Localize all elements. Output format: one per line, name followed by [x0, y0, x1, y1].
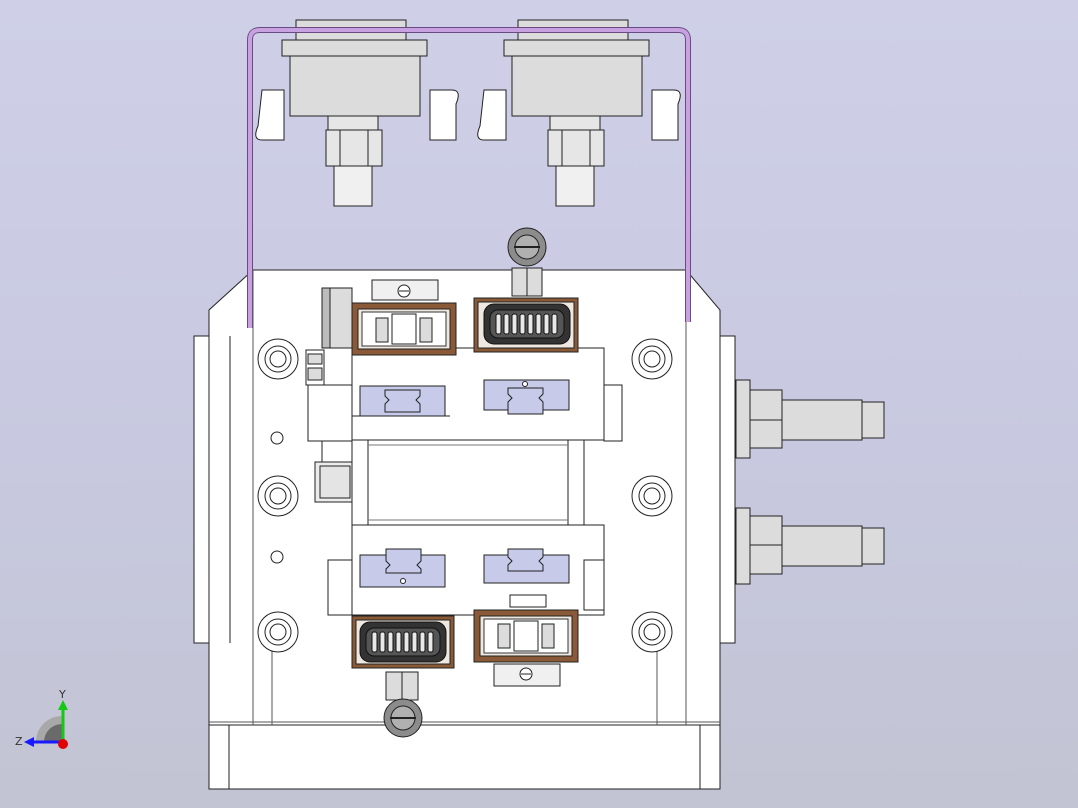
right-side-plate	[719, 335, 736, 644]
dsub-connector-right	[477, 19, 681, 207]
slide-blocks	[352, 379, 570, 608]
bolt-hole	[257, 338, 299, 380]
slide-block-bottom-left	[359, 548, 446, 588]
connector-pins	[495, 313, 558, 335]
x-axis-dot	[58, 739, 68, 749]
y-axis-label: Y	[58, 688, 66, 701]
mounting-bracket	[247, 27, 691, 328]
pneumatic-fitting-bottom	[735, 507, 885, 585]
slide-block-top-right	[483, 379, 570, 415]
connector-holder-top-right	[473, 297, 579, 353]
pin-hole	[270, 431, 284, 445]
bolt-hole	[257, 475, 299, 517]
left-side-plate	[193, 335, 210, 644]
dsub-connector-left	[255, 19, 459, 207]
slide-block-top-left	[352, 385, 450, 417]
bolt-hole	[631, 475, 673, 517]
left-sensor-assembly	[305, 287, 357, 503]
bolt-holes	[257, 338, 673, 653]
bottom-plate	[208, 724, 721, 790]
pin-hole	[270, 550, 284, 564]
bolt-hole	[257, 611, 299, 653]
connector-holder-bottom-left	[351, 615, 455, 669]
z-axis-label: Z	[15, 735, 23, 748]
pneumatic-fitting-top	[735, 379, 885, 459]
connector-holder-top-left	[351, 279, 457, 356]
slide-block-bottom-right	[483, 548, 570, 608]
coordinate-triad: Z Y	[15, 688, 68, 749]
connector-holder-bottom-right	[473, 609, 579, 687]
connector-pins	[371, 631, 434, 653]
bolt-hole	[631, 611, 673, 653]
adjust-knob-bottom[interactable]	[383, 671, 423, 738]
bolt-hole	[631, 338, 673, 380]
adjust-knob-top[interactable]	[507, 227, 547, 297]
